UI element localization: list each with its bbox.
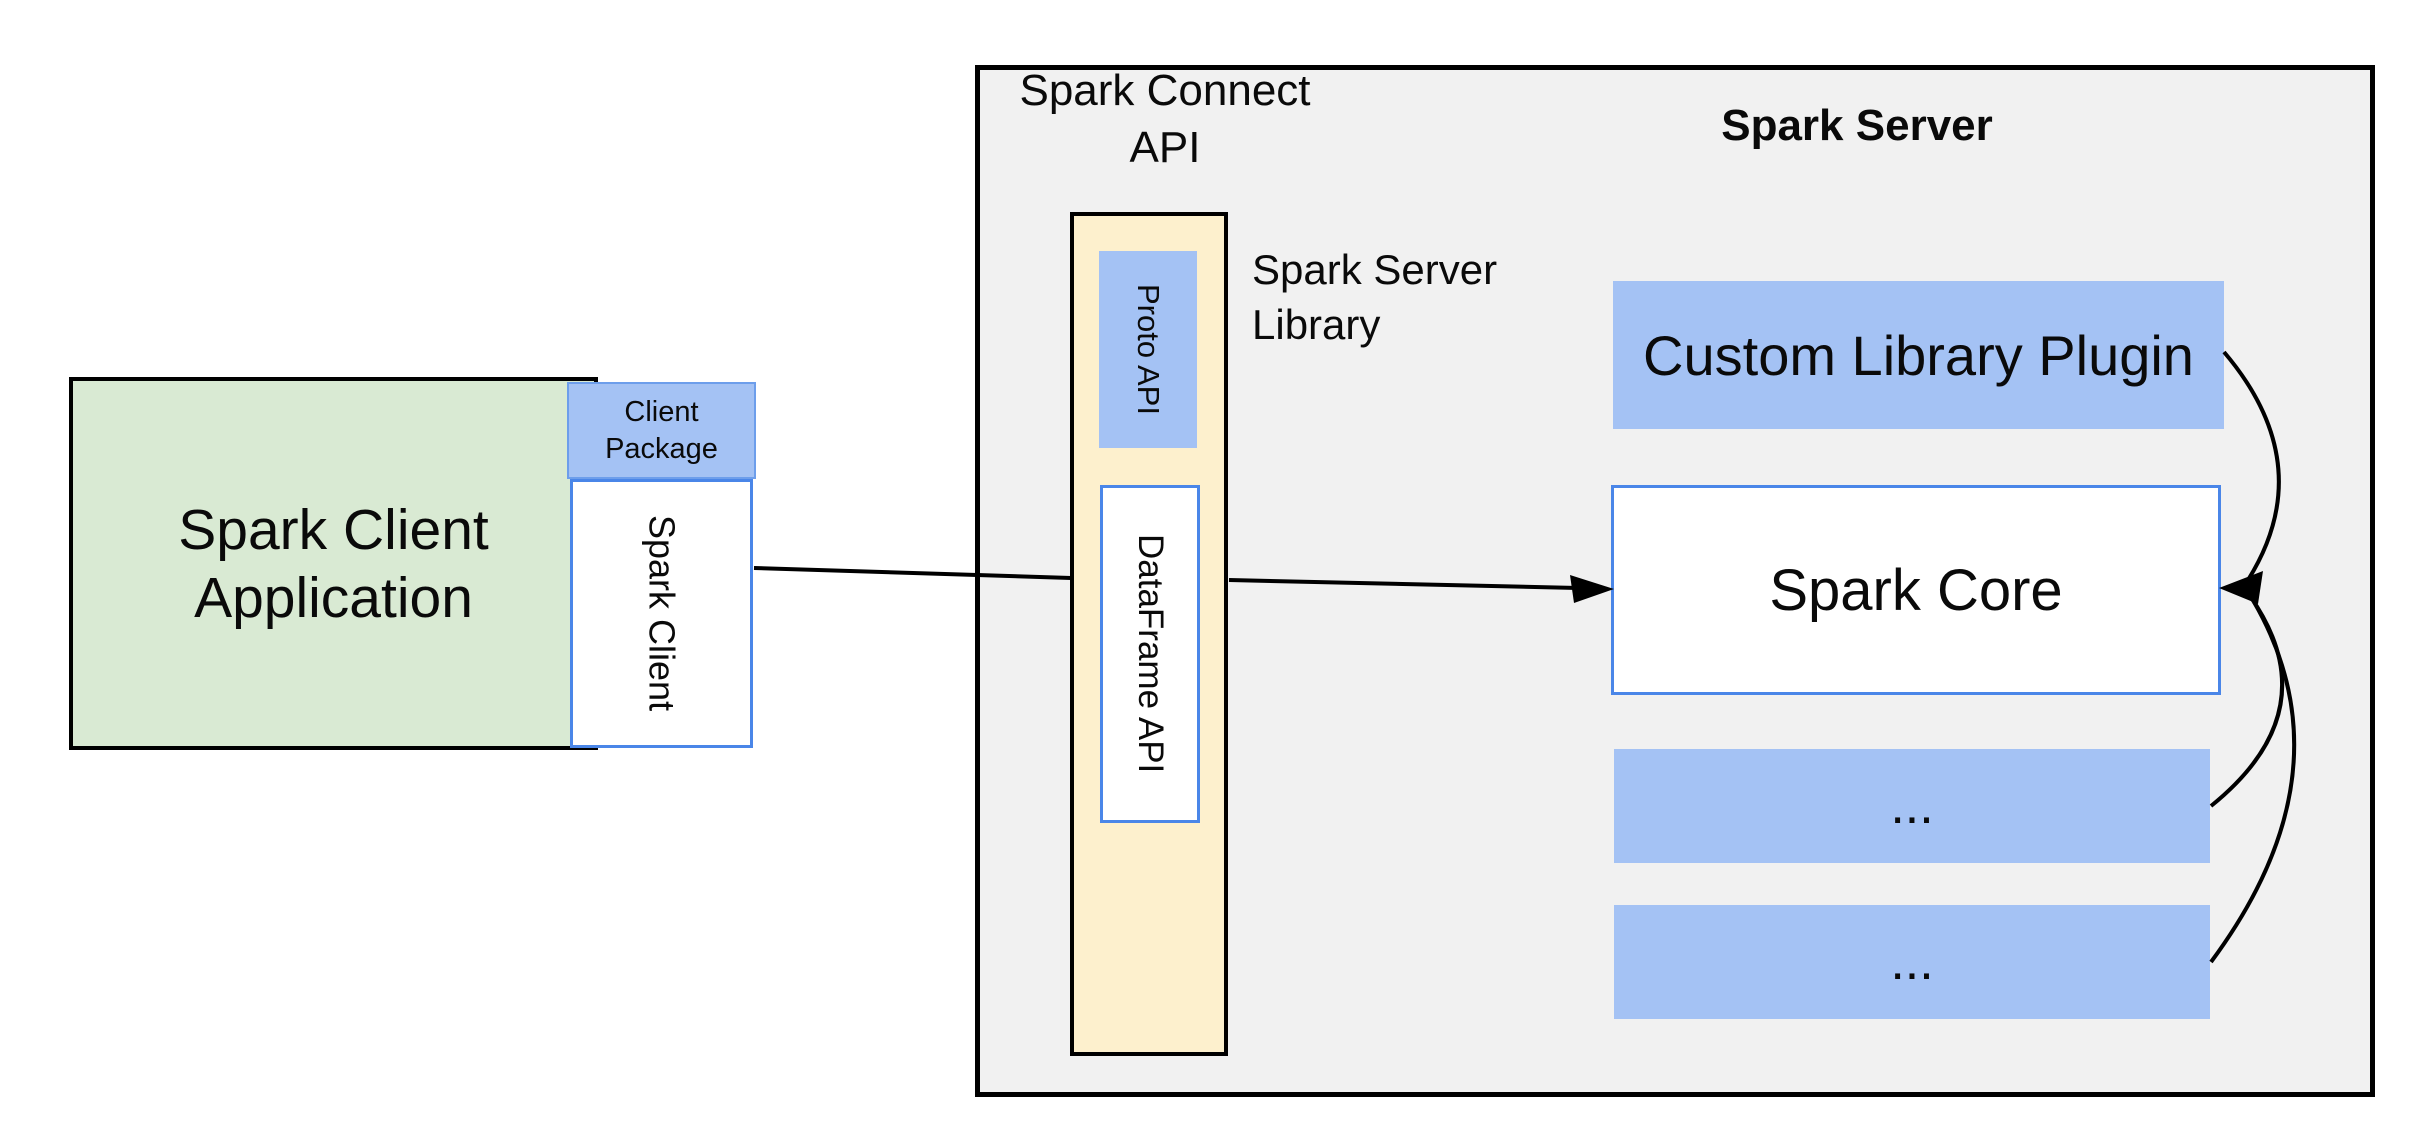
spark-client-label: Spark Client — [641, 515, 683, 712]
client-package-label-line2: Package — [605, 432, 718, 465]
client-package-box: Client Package — [567, 382, 756, 479]
spark-client-box: Spark Client — [570, 479, 753, 748]
spark-connect-api-title: Spark Connect API — [975, 62, 1355, 176]
proto-api-box: Proto API — [1099, 251, 1197, 448]
spark-core-label: Spark Core — [1769, 557, 2063, 623]
spark-client-application-box: Spark Client Application — [69, 377, 598, 750]
spark-core-box: Spark Core — [1611, 485, 2221, 695]
server-module-1-label: ... — [1890, 777, 1934, 835]
spark-server-library-label-line1: Spark Server — [1252, 246, 1498, 293]
server-module-box-2: ... — [1614, 905, 2210, 1019]
spark-client-application-label: Spark Client Application — [178, 496, 488, 632]
spark-client-application-label-line2: Application — [194, 565, 473, 630]
spark-connect-api-title-line1: Spark Connect — [1019, 66, 1311, 115]
spark-server-library-label: Spark Server Library — [1252, 242, 1582, 352]
custom-library-plugin-box: Custom Library Plugin — [1613, 281, 2224, 429]
custom-library-plugin-label: Custom Library Plugin — [1643, 323, 2194, 387]
spark-server-title: Spark Server — [1721, 101, 1993, 150]
spark-server-library-label-line2: Library — [1252, 301, 1381, 348]
spark-connect-api-title-line2: API — [1129, 123, 1201, 172]
server-module-box-1: ... — [1614, 749, 2210, 863]
proto-api-label: Proto API — [1131, 284, 1166, 415]
spark-client-application-label-line1: Spark Client — [178, 497, 489, 562]
client-package-label-line1: Client — [624, 395, 699, 428]
server-module-2-label: ... — [1890, 933, 1934, 991]
dataframe-api-label: DataFrame API — [1131, 534, 1170, 774]
dataframe-api-box: DataFrame API — [1100, 485, 1200, 823]
client-package-label: Client Package — [605, 394, 718, 468]
